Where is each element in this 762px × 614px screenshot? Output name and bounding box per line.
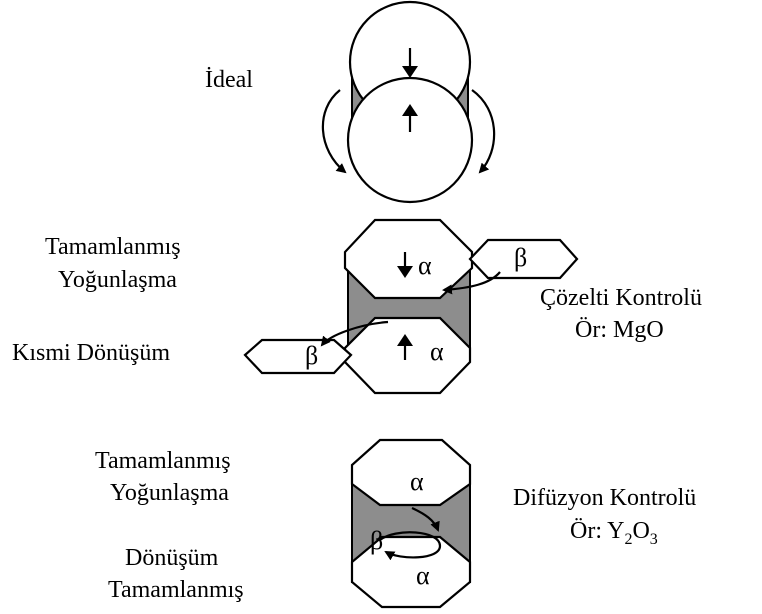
diffusion-label-left-3: Dönüşüm bbox=[125, 545, 219, 571]
diffusion-top-hexagon bbox=[350, 438, 472, 507]
diffusion-label-left-1: Tamamlanmış bbox=[95, 448, 231, 474]
beta-grain-left-label: β bbox=[305, 341, 318, 370]
curved-arrow-left-icon bbox=[320, 320, 389, 347]
diffusion-label-left-2: Yoğunlaşma bbox=[110, 480, 229, 506]
diffusion-bottom-hexagon bbox=[350, 535, 472, 609]
beta-grain-left bbox=[243, 338, 353, 375]
diffusion-entry-arrow-icon bbox=[411, 507, 440, 532]
solution-top-hexagon bbox=[343, 218, 474, 300]
ideal-section: İdeal bbox=[205, 0, 496, 204]
rotation-arrow-left-icon bbox=[321, 89, 347, 174]
diffusion-section: α α β Tamamlanmış Yoğunlaşma Dönüşüm Tam… bbox=[95, 438, 696, 609]
solution-control-label: Çözelti Kontrolü bbox=[540, 285, 702, 311]
diffusion-beta-label: β bbox=[370, 526, 383, 555]
diffusion-top-alpha-label: α bbox=[410, 467, 424, 496]
ideal-label: İdeal bbox=[205, 67, 253, 93]
ideal-down-arrow-icon bbox=[402, 48, 418, 78]
solution-bottom-hexagon bbox=[343, 316, 472, 395]
beta-grain-right bbox=[468, 238, 579, 280]
ideal-up-arrow-icon bbox=[402, 104, 418, 132]
solution-section: α α β β Tamamlanmış Yoğunlaşma Kısmi Dön… bbox=[12, 218, 702, 395]
diffusion-loop-arrow-icon bbox=[379, 531, 442, 561]
solution-bottom-alpha-label: α bbox=[430, 337, 444, 366]
solution-label-left-2: Yoğunlaşma bbox=[58, 267, 177, 293]
rotation-arrow-right-icon bbox=[471, 89, 496, 174]
solution-up-arrow-icon bbox=[397, 334, 413, 360]
solution-down-arrow-icon bbox=[397, 252, 413, 278]
solution-label-left-1: Tamamlanmış bbox=[45, 234, 181, 260]
solution-example-label: Ör: MgO bbox=[575, 317, 664, 343]
beta-grain-right-label: β bbox=[514, 243, 527, 272]
diffusion-example-formula: Ör: Y2O3 bbox=[570, 518, 658, 548]
solution-top-alpha-label: α bbox=[418, 251, 432, 280]
diffusion-control-label: Difüzyon Kontrolü bbox=[513, 485, 696, 511]
partial-transformation-label: Kısmi Dönüşüm bbox=[12, 340, 170, 366]
diffusion-bottom-alpha-label: α bbox=[416, 561, 430, 590]
ideal-bottom-particle bbox=[346, 76, 474, 204]
curved-arrow-right-icon bbox=[442, 271, 501, 295]
diffusion-label-left-4: Tamamlanmış bbox=[108, 577, 244, 603]
